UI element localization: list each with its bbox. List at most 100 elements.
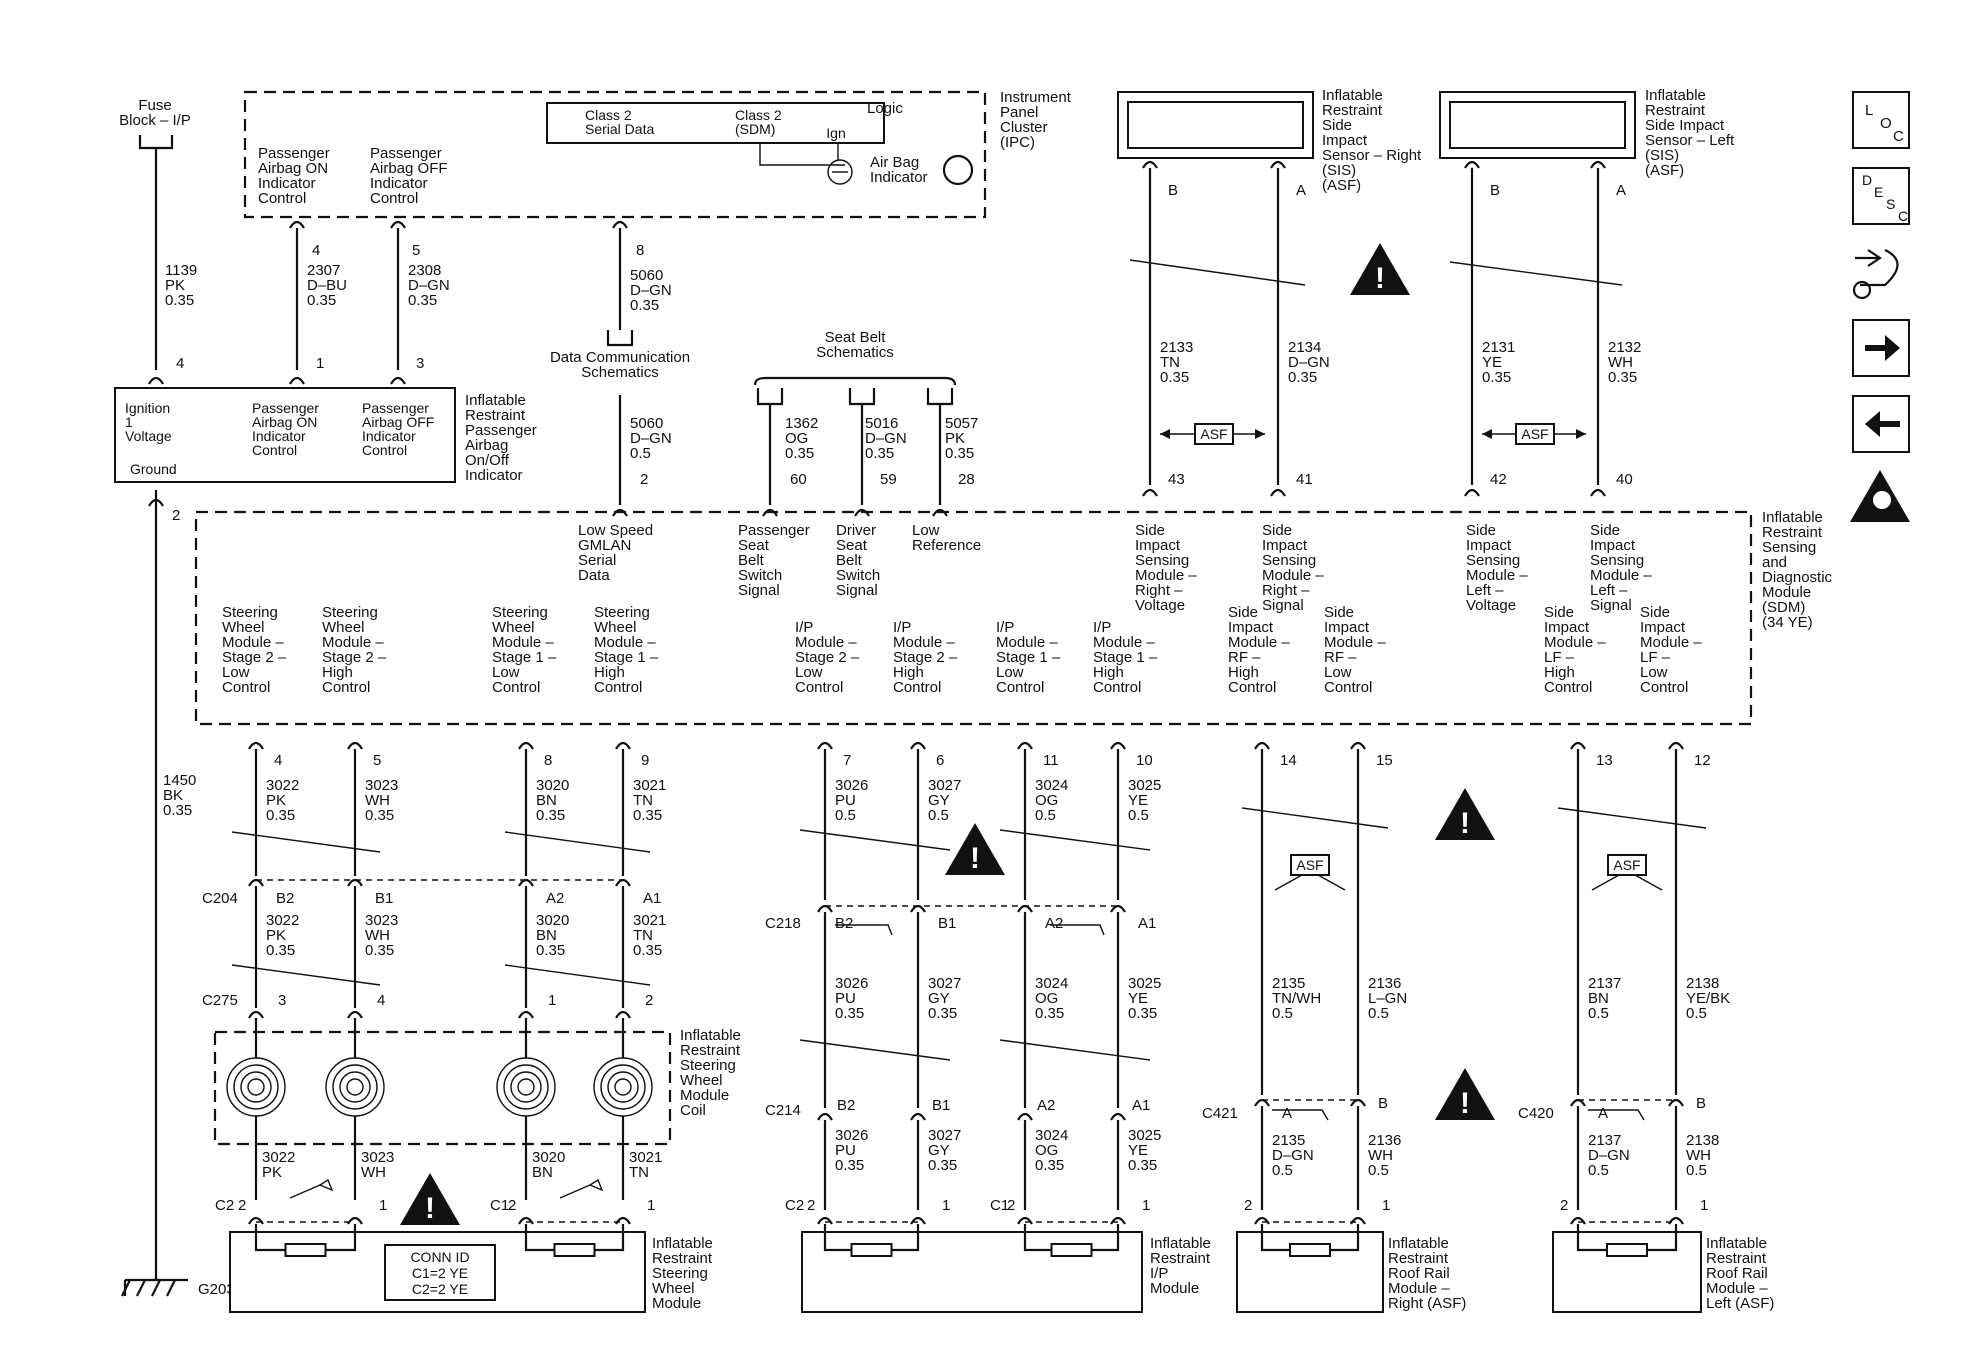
c218-shorting — [1050, 924, 1105, 936]
clockspring-coil — [240, 1071, 272, 1103]
asf-tag: ASF — [1296, 857, 1323, 873]
sdm-bottom-pin-label: Module – — [1093, 634, 1155, 651]
ip-wire-b-label: PU — [835, 990, 856, 1007]
sdm-label: and — [1762, 554, 1787, 571]
sdm-bottom-pin-label: Stage 2 – — [893, 649, 958, 666]
sdm-bottom-pin-label: Steering — [222, 604, 278, 621]
wire-5057-label: PK — [945, 430, 965, 447]
sdm-label: Sensing — [1762, 539, 1816, 556]
sdm-top-pin-label: Reference — [912, 537, 981, 554]
side-impact-sensor-inner — [1127, 101, 1304, 149]
twist-sis-right — [1129, 259, 1306, 286]
sdm-label: Inflatable — [1762, 509, 1823, 526]
desc-icon: D — [1862, 172, 1872, 188]
sis-pin — [1142, 160, 1158, 169]
module-pin — [1110, 1216, 1126, 1225]
sdm-bottom-pin-label: Stage 1 – — [1093, 649, 1158, 666]
clockspring-coil — [325, 1057, 385, 1117]
pin-label: A — [1296, 182, 1306, 199]
sw-wire-c-label: 3020 — [532, 1149, 565, 1166]
sdm-label: (34 YE) — [1762, 614, 1813, 631]
pin-label: 6 — [936, 752, 944, 769]
pin-label: 15 — [1376, 752, 1393, 769]
sdm-pin-top — [1590, 488, 1606, 497]
passenger-indicator-label: Inflatable — [465, 392, 526, 409]
sdm-bottom-pin-label: Control — [322, 679, 370, 696]
sw-wire-b-label: 3021 — [633, 912, 666, 929]
airbag-indicator-label: Indicator — [870, 169, 928, 186]
sdm-bottom-pin-label: Low — [222, 664, 250, 681]
sdm-bottom-pin-label: Impact — [1228, 619, 1274, 636]
ip-wire-b-label: 0.35 — [928, 1005, 957, 1022]
ppi-ignition-label: 1 — [125, 414, 133, 430]
sdm-bottom-pin-label: Control — [1640, 679, 1688, 696]
roof-rail-module-label: Roof Rail — [1706, 1265, 1768, 1282]
desc-button[interactable] — [1852, 167, 1910, 225]
sdm-pin-bottom — [615, 741, 631, 750]
wire-1362-label: OG — [785, 430, 808, 447]
squib-element — [553, 1243, 596, 1257]
ip-module-label: Inflatable — [1150, 1235, 1211, 1252]
asf-tag: ASF — [1613, 857, 1640, 873]
asf-tag: ASF — [1521, 426, 1548, 442]
side-impact-sensor-label: Inflatable — [1645, 87, 1706, 104]
pin-label: 4 — [377, 992, 385, 1009]
pin-label: 1 — [379, 1197, 387, 1214]
sdm-bottom-pin-label: Module – — [492, 634, 554, 651]
caution-icon-rf2 — [1435, 1068, 1495, 1120]
wire-1450-label: 0.35 — [163, 802, 192, 819]
sdm-top-pin-label: Sensing — [1466, 552, 1520, 569]
asf-arrow — [1591, 874, 1620, 891]
sdm-pin-28 — [932, 508, 948, 517]
loc-button[interactable] — [1852, 91, 1910, 149]
coil-label: Restraint — [680, 1042, 741, 1059]
sdm-top-pin-label: Belt — [738, 552, 765, 569]
sdm-top-pin-label: Passenger — [738, 522, 810, 539]
pin-label: 7 — [843, 752, 851, 769]
wire-5057-label: 0.35 — [945, 445, 974, 462]
asf-tag — [1194, 423, 1234, 445]
c218-pin — [817, 904, 833, 913]
sw-wire-b-label: 0.35 — [633, 942, 662, 959]
sdm-top-pin-label: Left – — [1466, 582, 1504, 599]
wire-2134-label: D–GN — [1288, 354, 1330, 371]
c218-shorting — [835, 924, 893, 936]
ip-wire-b-label: OG — [1035, 990, 1058, 1007]
sdm-bottom-pin-label: Steering — [594, 604, 650, 621]
arrow-head — [1576, 429, 1586, 439]
module-pin — [518, 1216, 534, 1225]
roof-wire-b-label: 2137 — [1588, 1132, 1621, 1149]
c214-pin — [1017, 1112, 1033, 1121]
sis-pin — [1270, 160, 1286, 169]
pin-label: 1 — [1142, 1197, 1150, 1214]
ip-wire-b-label: 3024 — [1035, 975, 1068, 992]
wire-5060-label: D–GN — [630, 282, 672, 299]
twist-sis-left — [1449, 261, 1623, 286]
sdm-pin-top — [1270, 488, 1286, 497]
arrow-head — [1255, 429, 1265, 439]
roof-shorting — [1588, 1109, 1645, 1121]
ipc-pin-on — [289, 220, 305, 229]
caution-icon-rf: ! — [1460, 807, 1470, 840]
sdm-bottom-pin-label: I/P — [1093, 619, 1111, 636]
roof-rail-module-label: Restraint — [1706, 1250, 1767, 1267]
roof-conn-pin — [1350, 1098, 1366, 1107]
roof-conn-pin — [1254, 1098, 1270, 1107]
passenger-off-label: Airbag OFF — [370, 160, 448, 177]
pin-label: A — [1598, 1105, 1608, 1122]
roof-connector: C420 — [1518, 1105, 1554, 1122]
sdm-top-pin-label: Driver — [836, 522, 876, 539]
wire-1362-label: 0.35 — [785, 445, 814, 462]
coil-label: Inflatable — [680, 1027, 741, 1044]
sdm-bottom-pin-label: I/P — [893, 619, 911, 636]
module-pin — [910, 1216, 926, 1225]
wrench-icon — [1852, 280, 1872, 300]
wire-2134-label: 2134 — [1288, 339, 1321, 356]
sdm-bottom-pin-label: LF – — [1640, 649, 1671, 666]
pin-label: 40 — [1616, 471, 1633, 488]
ip-wire-a-label: YE — [1128, 792, 1148, 809]
sdm-top-pin-label: Impact — [1262, 537, 1308, 554]
wire-2131-label: 0.35 — [1482, 369, 1511, 386]
sdm-bottom-pin-label: Stage 1 – — [492, 649, 557, 666]
